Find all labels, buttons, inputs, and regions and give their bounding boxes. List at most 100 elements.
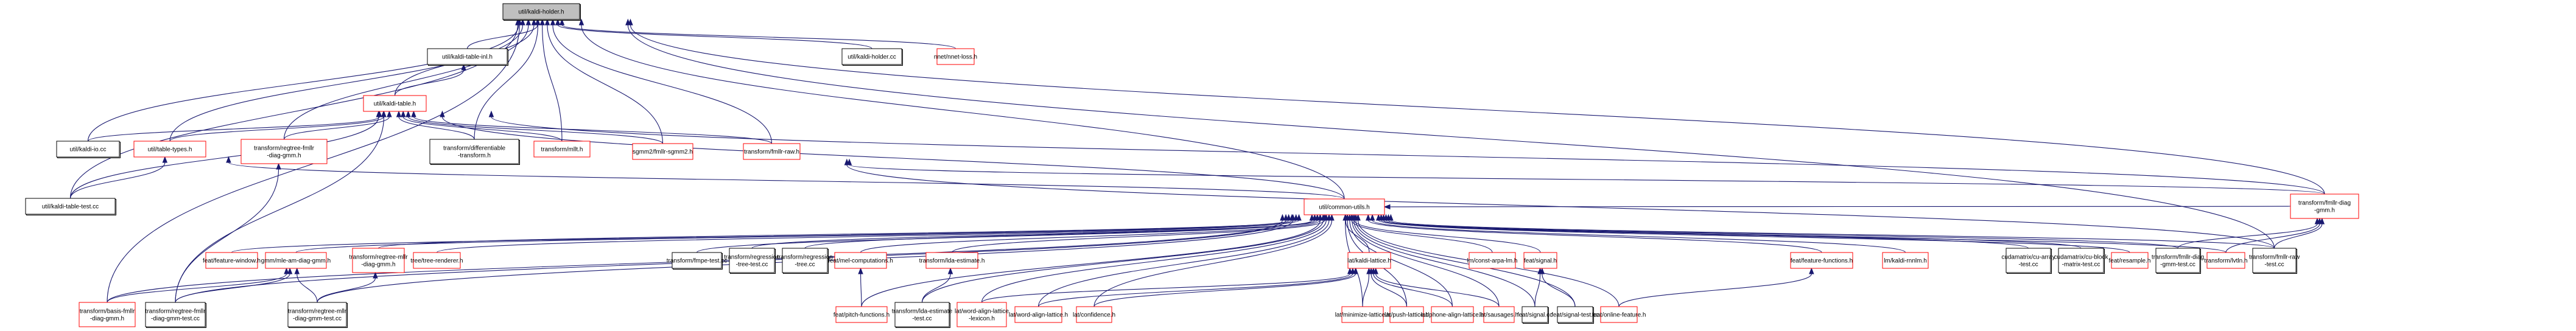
graph-node-kaldi-table-h[interactable]: util/kaldi-table.h: [363, 95, 427, 112]
graph-node-pitch-functions-h[interactable]: feat/pitch-functions.h: [834, 306, 890, 323]
node-box: [427, 48, 508, 65]
graph-node-minimize-lattice-h[interactable]: lat/minimize-lattice.h: [1335, 306, 1391, 323]
graph-node-sausages-h[interactable]: lat/sausages.h: [1479, 306, 1519, 323]
graph-node-regtree-mllr-h[interactable]: transform/regtree-mllr-diag-gmm.h: [349, 248, 408, 273]
graph-node-tree-renderer-h[interactable]: tree/tree-renderer.h: [410, 252, 463, 269]
node-label: transform/mllt.h: [541, 147, 583, 153]
graph-node-fmllr-raw-test-cc[interactable]: transform/fmllr-raw-test.cc: [2249, 248, 2300, 274]
graph-node-lda-estimate-test-cc[interactable]: transform/lda-estimate-test.cc: [892, 302, 953, 328]
graph-node-lvtln-h[interactable]: transform/lvtln.h: [2204, 252, 2248, 269]
node-label: -diag-gmm.h: [90, 316, 124, 322]
node-label: transform/regtree-fmllr: [146, 308, 206, 315]
arrowhead-icon: [287, 267, 293, 274]
graph-node-word-align-lattice-h[interactable]: lat/word-align-lattice.h: [1009, 306, 1068, 323]
graph-node-regtree-fmllr-h[interactable]: transform/regtree-fmllr-diag-gmm.h: [240, 139, 328, 164]
dependency-edge: [2177, 223, 2318, 249]
graph-node-const-arpa-lm-h[interactable]: lm/const-arpa-lm.h: [1467, 252, 1518, 269]
node-label: util/kaldi-holder.cc: [848, 54, 896, 61]
dependency-edge: [169, 24, 524, 142]
node-label: -lexicon.h: [969, 316, 995, 322]
node-box: [1521, 306, 1548, 323]
graph-node-table-types-h[interactable]: util/table-types.h: [133, 141, 206, 158]
dependency-edge: [981, 220, 1327, 303]
graph-node-fmllr-sgmm2-h[interactable]: sgmm2/fmllr-sgmm2.h: [632, 143, 693, 160]
dependency-edge: [1385, 220, 2178, 249]
graph-node-cu-array-test-cc[interactable]: cudamatrix/cu-array-test.cc: [2001, 248, 2055, 274]
graph-node-mel-computations-h[interactable]: feat/mel-computations.h: [828, 252, 893, 269]
graph-node-regtree-mllr-test-cc[interactable]: transform/regtree-mllr-diag-gmm-test.cc: [287, 302, 348, 328]
graph-node-word-align-lattice-lexicon-h[interactable]: lat/word-align-lattice-lexicon.h: [955, 302, 1009, 327]
graph-node-lda-estimate-h[interactable]: transform/lda-estimate.h: [919, 252, 985, 269]
node-box: [894, 302, 950, 327]
node-label: lat/minimize-lattice.h: [1335, 312, 1391, 319]
node-label: util/kaldi-table-inl.h: [442, 54, 493, 61]
node-box: [1469, 252, 1516, 269]
dependency-edge: [1389, 206, 2291, 207]
graph-node-signal-h[interactable]: feat/signal.h: [1523, 252, 1557, 269]
graph-node-fmllr-diag-gmm-h[interactable]: transform/fmllr-diag-gmm.h: [2290, 193, 2359, 219]
dependency-edge: [1345, 220, 1370, 253]
dependency-edge: [1351, 220, 1493, 253]
dependency-edge: [1367, 220, 1822, 253]
graph-node-resample-h[interactable]: feat/resample.h: [2109, 252, 2151, 269]
dependency-edge: [552, 24, 773, 144]
dependency-edge: [297, 273, 318, 303]
node-label: transform/regression: [777, 254, 833, 261]
graph-node-phone-align-lattice-h[interactable]: lat/phone-align-lattice.h: [1421, 306, 1484, 323]
graph-node-fmllr-diag-gmm-test-cc[interactable]: transform/fmllr-diag-gmm-test.cc: [2152, 248, 2204, 274]
arrowhead-icon: [1283, 214, 1289, 221]
graph-node-common-utils-h[interactable]: util/common-utils.h: [1304, 198, 1385, 215]
node-label: transform/fmllr-raw: [2249, 254, 2300, 261]
graph-node-push-lattice-h[interactable]: lat/push-lattice.h: [1385, 306, 1429, 323]
node-label: transform/lda-estimate.h: [919, 258, 985, 265]
dependency-edge: [981, 273, 1350, 303]
arrowhead-icon: [1809, 267, 1814, 274]
dependency-edge: [1037, 273, 1353, 307]
arrowhead-icon: [535, 18, 541, 26]
arrowhead-icon: [525, 18, 532, 26]
edges-layer: [69, 18, 2325, 307]
graph-node-mllt-h[interactable]: transform/mllt.h: [533, 141, 591, 158]
graph-node-kaldi-rnnlm-h[interactable]: lm/kaldi-rnnlm.h: [1882, 252, 1929, 269]
dependency-edge: [283, 116, 390, 140]
graph-node-online-feature-h[interactable]: feat/online-feature.h: [1592, 306, 1646, 323]
dependency-edge: [175, 169, 279, 303]
graph-node-kaldi-holder-h[interactable]: util/kaldi-holder.h: [502, 3, 581, 21]
node-label: transform/regtree-fmllr: [254, 145, 315, 152]
graph-node-kaldi-io-cc[interactable]: util/kaldi-io.cc: [56, 141, 121, 158]
graph-node-kaldi-lattice-h[interactable]: lat/kaldi-lattice.h: [1347, 252, 1391, 269]
arrowhead-icon: [520, 18, 525, 26]
dependency-edge: [1375, 273, 1500, 307]
graph-node-fmllr-raw-h[interactable]: transform/fmllr-raw.h: [743, 143, 801, 160]
graph-node-differentiable-transform-h[interactable]: transform/differentiable-transform.h: [429, 139, 520, 165]
graph-node-signal-cc[interactable]: feat/signal.cc: [1517, 306, 1553, 324]
node-box: [2290, 193, 2359, 219]
graph-node-basis-fmllr-h[interactable]: transform/basis-fmllr-diag-gmm.h: [79, 302, 136, 327]
graph-node-regression-tree-test-cc[interactable]: transform/regression-tree-test.cc: [724, 248, 780, 274]
graph-node-cu-block-matrix-test-cc[interactable]: cudamatrix/cu-block-matrix-test.cc: [2054, 248, 2109, 274]
dependency-edge: [377, 220, 1297, 249]
graph-node-regtree-fmllr-test-cc[interactable]: transform/regtree-fmllr-diag-gmm-test.cc: [145, 302, 206, 328]
node-label: -gmm.h: [2314, 207, 2335, 214]
arrowhead-icon: [555, 18, 561, 26]
arrowhead-icon: [539, 18, 545, 26]
graph-node-signal-test-cc[interactable]: feat/signal-test.cc: [1551, 306, 1599, 324]
graph-node-regression-tree-cc[interactable]: transform/regression-tree.cc: [777, 248, 833, 274]
graph-node-feature-functions-h[interactable]: feat/feature-functions.h: [1790, 252, 1853, 269]
arrowhead-icon: [373, 271, 378, 279]
graph-node-nnet-loss-h[interactable]: nnet/nnet-loss.h: [934, 48, 977, 65]
node-box: [632, 143, 693, 160]
graph-node-kaldi-table-test-cc[interactable]: util/kaldi-table-test.cc: [25, 198, 116, 215]
graph-node-fmpe-test-cc[interactable]: transform/fmpe-test.cc: [667, 252, 727, 270]
node-label: -diag-gmm.h: [361, 262, 395, 268]
node-box: [25, 198, 116, 215]
arrowhead-icon: [559, 18, 565, 26]
graph-node-kaldi-holder-cc[interactable]: util/kaldi-holder.cc: [841, 48, 903, 66]
node-label: util/kaldi-io.cc: [69, 147, 106, 153]
graph-node-kaldi-table-inl-h[interactable]: util/kaldi-table-inl.h: [427, 48, 508, 66]
graph-node-mle-am-diag-gmm-h[interactable]: gmm/mle-am-diag-gmm.h: [261, 252, 331, 269]
dependency-edge: [1353, 220, 1535, 307]
dependency-edge: [581, 24, 1345, 200]
graph-node-confidence-h[interactable]: lat/confidence.h: [1073, 306, 1115, 323]
graph-node-feature-window-h[interactable]: feat/feature-window.h: [203, 252, 261, 269]
